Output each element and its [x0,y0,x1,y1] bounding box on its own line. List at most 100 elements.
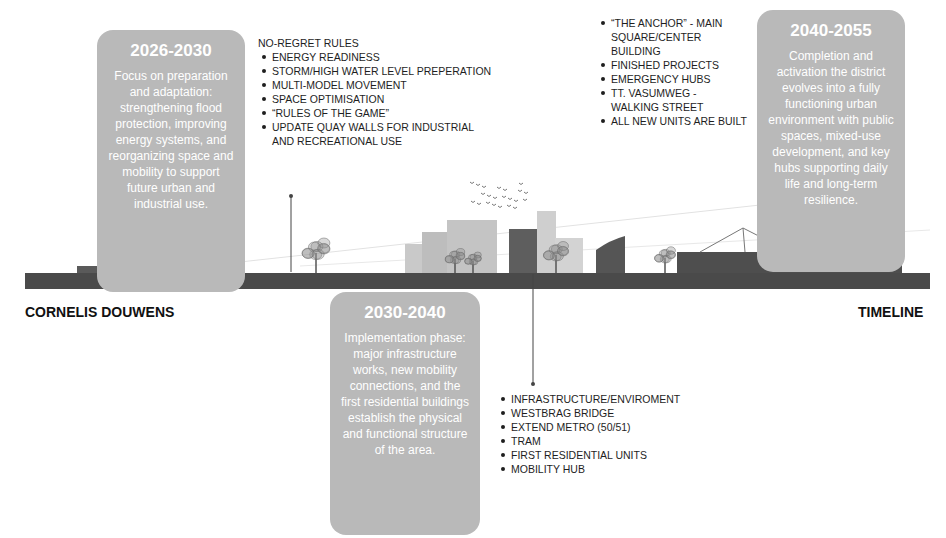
label-text: “THE ANCHOR” - MAIN SQUARE/CENTER BUILDI… [611,17,722,57]
bullet-dot [501,453,505,457]
label-text: UPDATE QUAY WALLS FOR INDUSTRIAL AND REC… [272,121,474,147]
bird [514,200,518,202]
bird [502,196,506,198]
bullet-item: “THE ANCHOR” - MAIN SQUARE/CENTER BUILDI… [597,16,747,58]
bullet-item: FINISHED PROJECTS [597,58,747,72]
leader-dot [289,194,293,198]
label-text: INFRASTRUCTURE/ENVIROMENT [511,393,680,405]
bullet-item: INFRASTRUCTURE/ENVIROMENT [497,392,697,406]
bird [486,202,490,204]
bird [503,189,507,191]
label-text: SPACE OPTIMISATION [272,93,384,105]
label-text: FIRST RESIDENTIAL UNITS [511,449,647,461]
phase-years: 2026-2030 [106,40,236,62]
bird [524,192,528,194]
bullet-item: ALL NEW UNITS ARE BUILT [597,114,747,128]
tree [445,249,465,273]
bullet-item: FIRST RESIDENTIAL UNITS [497,448,697,462]
label-group: NO-REGRET RULESENERGY READINESSSTORM/HIG… [258,36,498,148]
bird [476,184,480,186]
bullet-item: “RULES OF THE GAME” [258,106,498,120]
bullet-item: ENERGY READINESS [258,50,498,64]
bird [477,203,481,205]
bird [470,182,474,184]
bullet-item: MULTI-MODEL MOVEMENT [258,78,498,92]
tree [655,247,676,273]
label-group: CORNELIS DOUWENS [25,303,174,321]
tree [543,242,568,273]
bird [518,190,522,192]
bird [497,187,501,189]
bird [487,195,491,197]
phase-description: Implementation phase: major infrastructu… [339,330,471,458]
bullet-dot [601,21,605,25]
bird [492,204,496,206]
label-text: CORNELIS DOUWENS [25,304,174,320]
tree [465,252,482,273]
phase-box: 2040-2055Completion and activation the d… [757,10,905,272]
label-text: TIMELINE [858,304,923,320]
leader-dot [531,382,535,386]
bullet-dot [501,425,505,429]
bullet-item: UPDATE QUAY WALLS FOR INDUSTRIAL AND REC… [258,120,498,148]
building [537,211,556,274]
label-group: “THE ANCHOR” - MAIN SQUARE/CENTER BUILDI… [597,16,747,128]
label-text: NO-REGRET RULES [258,37,359,49]
bullet-dot [501,411,505,415]
list-heading: NO-REGRET RULES [258,36,498,50]
phase-box: 2026-2030Focus on preparation and adapta… [97,30,245,292]
axis-label: TIMELINE [858,303,923,321]
bird [498,206,502,208]
phase-box: 2030-2040Implementation phase: major inf… [330,292,480,535]
bullet-dot [601,63,605,67]
trees [302,238,675,273]
bullet-dot [501,467,505,471]
bird [519,183,523,185]
label-group: TIMELINE [858,303,923,321]
bullet-item: TT. VASUMWEG - WALKING STREET [597,86,747,114]
tree [302,238,330,273]
label-text: TRAM [511,435,541,447]
phase-description: Completion and activation the district e… [766,48,896,208]
label-text: WESTBRAG BRIDGE [511,407,614,419]
bullet-dot [501,439,505,443]
crane-line [743,228,745,252]
phase-years: 2030-2040 [339,302,471,324]
bullet-dot [262,97,266,101]
birds [470,182,528,209]
label-text: “RULES OF THE GAME” [272,107,389,119]
label-text: MULTI-MODEL MOVEMENT [272,79,407,91]
bird [493,197,497,199]
bird [523,199,527,201]
leader-line [533,274,534,384]
bullet-dot [262,111,266,115]
bird [471,201,475,203]
bird [508,198,512,200]
bullet-dot [601,119,605,123]
leader-line [291,196,292,272]
building [509,229,539,274]
label-text: MOBILITY HUB [511,463,585,475]
crane-line [700,228,743,252]
phase-description: Focus on preparation and adaptation: str… [106,68,236,212]
bird [507,205,511,207]
bullet-dot [262,125,266,129]
bullet-item: SPACE OPTIMISATION [258,92,498,106]
bullet-dot [501,397,505,401]
label-text: FINISHED PROJECTS [611,59,719,71]
bullet-item: TRAM [497,434,697,448]
bird [481,193,485,195]
bullet-item: STORM/HIGH WATER LEVEL PREPERATION [258,64,498,78]
bullet-item: EMERGENCY HUBS [597,72,747,86]
building [447,220,497,274]
bullet-dot [262,55,266,59]
bullet-dot [601,77,605,81]
label-group: INFRASTRUCTURE/ENVIROMENT WESTBRAG BRIDGE… [497,392,697,476]
bullet-item: WESTBRAG BRIDGE [497,406,697,420]
bullet-dot [262,83,266,87]
axis-label: CORNELIS DOUWENS [25,303,174,321]
bullet-item: MOBILITY HUB [497,462,697,476]
label-text: EMERGENCY HUBS [611,73,711,85]
label-text: ALL NEW UNITS ARE BUILT [611,115,747,127]
phase-years: 2040-2055 [766,20,896,42]
